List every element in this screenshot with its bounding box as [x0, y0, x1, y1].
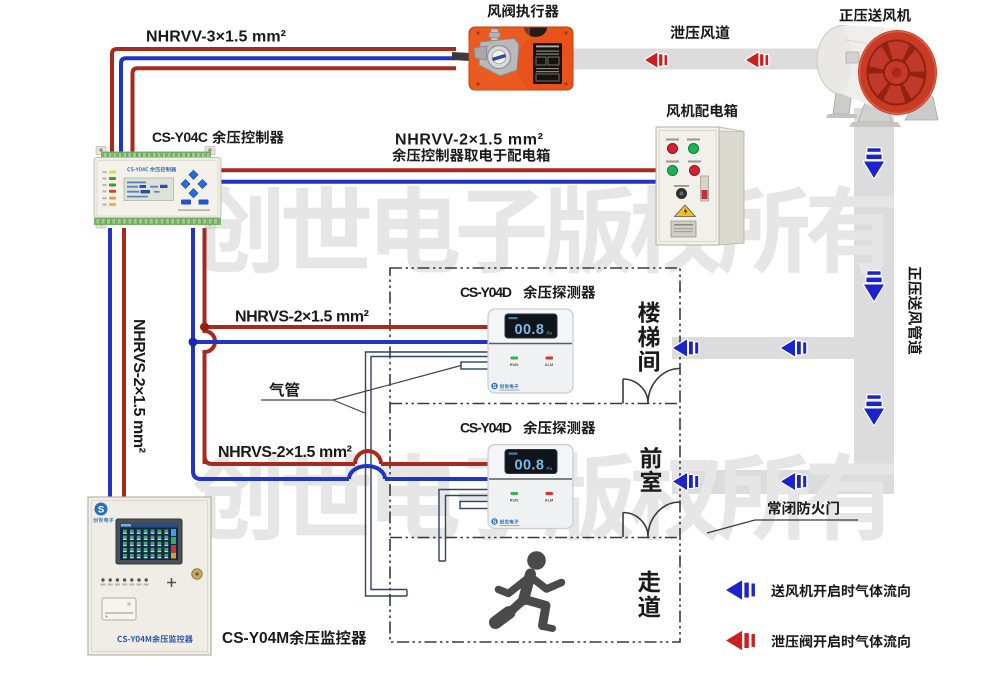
svg-text:Pa: Pa — [547, 466, 553, 471]
svg-text:NHRVV-3×1.5 mm²: NHRVV-3×1.5 mm² — [146, 29, 286, 46]
svg-text:NHRVS-2×1.5 mm²: NHRVS-2×1.5 mm² — [218, 444, 352, 461]
svg-text:00.8: 00.8 — [515, 322, 545, 338]
svg-text:00.8: 00.8 — [515, 458, 545, 474]
svg-text:ALM: ALM — [545, 362, 553, 367]
svg-text:NHRVS-2×1.5 mm²: NHRVS-2×1.5 mm² — [130, 319, 147, 453]
svg-text:Pa: Pa — [547, 331, 553, 336]
svg-text:CS-Y04D: CS-Y04D — [460, 284, 512, 300]
svg-text:S: S — [493, 520, 497, 526]
svg-text:ALM: ALM — [545, 498, 553, 503]
svg-text:NHRVS-2×1.5 mm²: NHRVS-2×1.5 mm² — [235, 309, 369, 326]
svg-text:CS-Y04M: CS-Y04M — [222, 630, 289, 647]
svg-text:CS-Y04C: CS-Y04C — [152, 129, 208, 145]
svg-text:S: S — [493, 384, 497, 390]
svg-text:RUN: RUN — [510, 362, 519, 367]
svg-text:NHRVV-2×1.5 mm²: NHRVV-2×1.5 mm² — [395, 132, 543, 149]
svg-text:RUN: RUN — [510, 498, 519, 503]
svg-text:CS-Y04D: CS-Y04D — [460, 420, 512, 436]
svg-text:S: S — [98, 505, 104, 516]
